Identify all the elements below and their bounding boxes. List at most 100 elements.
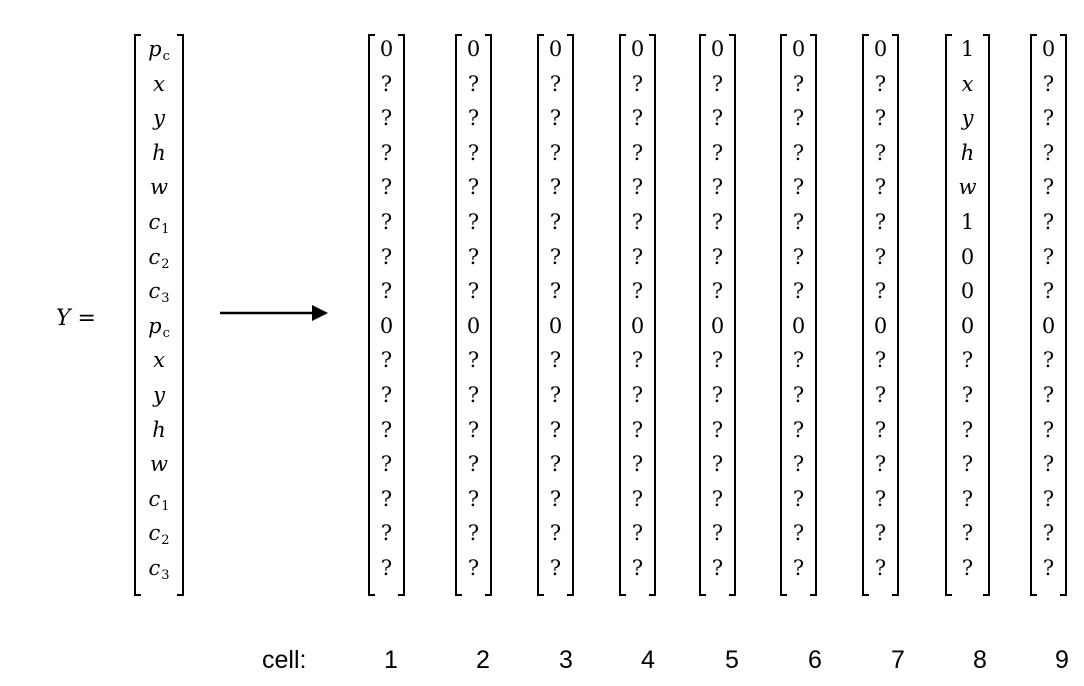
y-vector-entry: c2 — [134, 245, 184, 272]
entry-subscript: 1 — [161, 222, 170, 237]
vector-entry: ? — [467, 417, 480, 442]
vector-entry: 0 — [960, 244, 975, 269]
cell-number-label: 8 — [973, 646, 987, 674]
vector-entry: ? — [467, 348, 480, 373]
vector-entry: ? — [961, 452, 974, 477]
vector-entry: 0 — [630, 313, 645, 338]
vector-entry: 0 — [960, 313, 975, 338]
cell-1-vector: 0???????0??????? — [368, 34, 405, 596]
entry-symbol: c — [148, 486, 161, 511]
vector-entry: 0 — [710, 37, 725, 61]
vector-entry: ? — [792, 383, 805, 407]
vector-entry: 0 — [466, 37, 481, 61]
vector-entry: 0 — [960, 279, 975, 304]
y-vector-entry: c1 — [134, 210, 184, 237]
entry-symbol: c — [148, 556, 161, 580]
vector-entry: ? — [792, 244, 805, 269]
cell-number-label: 1 — [384, 646, 398, 674]
right-bracket — [810, 34, 817, 596]
vector-entry: ? — [549, 521, 562, 546]
vector-entry: 0 — [1041, 313, 1056, 338]
entry-symbol: y — [153, 106, 165, 131]
vector-entry: ? — [711, 106, 724, 131]
vector-entry: ? — [711, 486, 724, 511]
entry-symbol: c — [148, 210, 161, 234]
vector-entry: ? — [1042, 175, 1055, 200]
y-vector-entry: w — [134, 452, 184, 476]
y-vector-entry: y — [134, 106, 184, 130]
cell-number-label: 6 — [808, 646, 822, 674]
y-vector-entry: x — [134, 72, 184, 96]
left-bracket — [945, 34, 952, 596]
vector-entry: ? — [874, 279, 887, 304]
y-vector-entry: pc — [134, 37, 184, 64]
vector-entry: w — [958, 175, 977, 200]
vector-entry: ? — [792, 348, 805, 373]
vector-entry: ? — [874, 556, 887, 580]
vector-entry: ? — [549, 383, 562, 407]
cell-4-vector: 0???????0??????? — [619, 34, 656, 596]
vector-entry: ? — [1042, 210, 1055, 234]
entry-subscript: 1 — [161, 498, 170, 514]
entry-symbol: y — [153, 383, 165, 407]
y-vector-entry: h — [134, 141, 184, 165]
vector-entry: y — [961, 106, 974, 131]
vector-entry: ? — [631, 348, 644, 373]
vector-entry: ? — [631, 521, 644, 546]
vector-entry: ? — [1042, 486, 1055, 511]
vector-entry: ? — [549, 417, 562, 442]
vector-entry: ? — [792, 452, 805, 477]
y-equals-label: Y = — [56, 306, 96, 331]
vector-entry: ? — [1042, 279, 1055, 304]
vector-entry: ? — [961, 521, 974, 546]
vector-entry: ? — [631, 279, 644, 304]
vector-entry: ? — [874, 452, 887, 477]
vector-entry: ? — [549, 106, 562, 131]
vector-entry: ? — [631, 210, 644, 234]
right-bracket — [485, 34, 492, 596]
vector-entry: ? — [792, 486, 805, 511]
vector-entry: ? — [631, 71, 644, 96]
vector-entry: ? — [961, 486, 974, 511]
left-bracket — [619, 34, 626, 596]
vector-entry: 1 — [960, 37, 975, 61]
vector-entry: ? — [380, 140, 393, 165]
cell-7-vector: 0???????0??????? — [862, 34, 899, 596]
vector-entry: 1 — [960, 210, 975, 234]
y-vector-entry: w — [134, 175, 184, 199]
vector-entry: ? — [467, 210, 480, 234]
vector-entry: ? — [961, 383, 974, 407]
entry-subscript: 2 — [161, 256, 170, 272]
vector-entry: x — [961, 71, 974, 96]
vector-entry: ? — [874, 521, 887, 546]
vector-entry: ? — [380, 486, 393, 511]
right-bracket — [729, 34, 736, 596]
vector-entry: ? — [380, 556, 393, 580]
cell-5-vector: 0???????0??????? — [699, 34, 736, 596]
left-bracket — [537, 34, 544, 596]
vector-entry: ? — [1042, 71, 1055, 96]
vector-entry: ? — [792, 521, 805, 546]
vector-entry: ? — [711, 244, 724, 269]
vector-entry: ? — [1042, 521, 1055, 546]
vector-entry: ? — [792, 417, 805, 442]
vector-entry: ? — [711, 175, 724, 200]
vector-entry: ? — [1042, 383, 1055, 407]
entry-symbol: p — [148, 313, 162, 338]
vector-entry: ? — [380, 175, 393, 200]
vector-entry: ? — [467, 556, 480, 580]
entry-symbol: h — [152, 417, 166, 442]
vector-entry: ? — [467, 175, 480, 200]
right-arrow-icon — [220, 305, 328, 321]
cell-number-label: 5 — [725, 646, 739, 674]
vector-entry: ? — [711, 417, 724, 442]
vector-entry: h — [960, 140, 975, 165]
vector-entry: 0 — [548, 37, 563, 61]
cell-prefix-label: cell: — [262, 646, 307, 674]
cell-6-vector: 0???????0??????? — [780, 34, 817, 596]
entry-symbol: w — [150, 452, 168, 477]
vector-entry: ? — [549, 486, 562, 511]
vector-entry: 0 — [379, 37, 394, 61]
